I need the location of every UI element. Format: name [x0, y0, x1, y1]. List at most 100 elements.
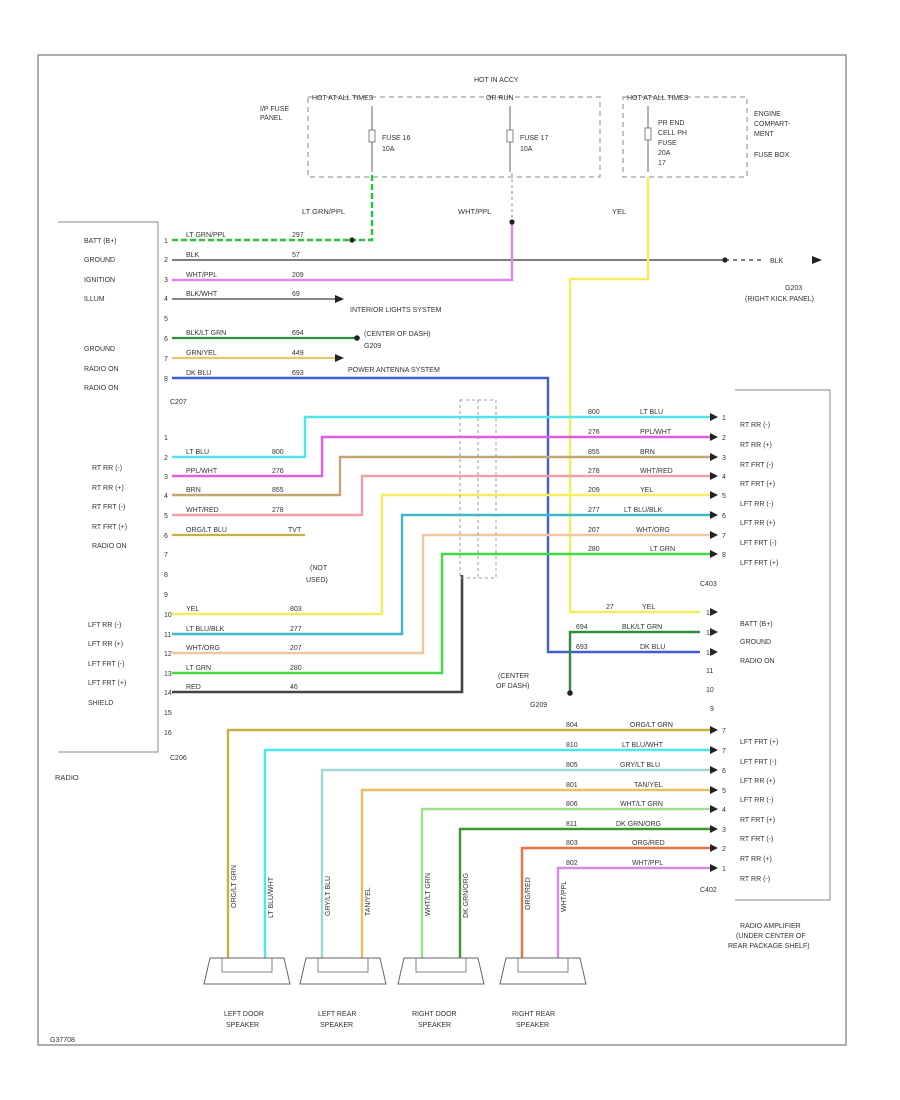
engine-fuse-label-5: 17 [658, 160, 666, 167]
c402-pin: 4 [722, 807, 726, 814]
c207-circuit: 209 [292, 272, 304, 279]
c207-circuit: 57 [292, 252, 300, 259]
c206-pin-number: 7 [164, 552, 168, 559]
c206-pin-number: 10 [164, 612, 172, 619]
c206-circuit: TVT [288, 527, 302, 534]
c206-wire-label: ORG/LT BLU [186, 527, 227, 534]
center-dash-a-2: G209 [364, 343, 381, 350]
c403-wire: LT GRN [650, 546, 675, 553]
c402-pin: 7 [722, 748, 726, 755]
c402-pin: 6 [722, 768, 726, 775]
c206-wire-label: PPL/WHT [186, 468, 218, 475]
c403-wire: BRN [640, 449, 655, 456]
c402-pin: 1 [722, 866, 726, 873]
c402-pin-label: LFT FRT (+) [740, 739, 778, 746]
engine-hot-all-label: HOT AT ALL TIMES [627, 95, 689, 102]
fuse-a-label-2: 10A [382, 146, 395, 153]
c207-pin-number: 1 [164, 238, 168, 245]
amplifier-name-2: (UNDER CENTER OF [736, 933, 806, 940]
g203-wire-label: BLK [770, 258, 784, 265]
c403-circuit: 209 [588, 487, 600, 494]
c403-pin-label: LFT RR (+) [740, 520, 775, 527]
c403-pin-label: LFT RR (-) [740, 501, 773, 508]
c206-pin-label: LFT RR (+) [88, 641, 123, 648]
speaker-name: SPEAKER [418, 1022, 451, 1029]
c403-circuit: 278 [588, 468, 600, 475]
speaker-icon [499, 957, 587, 985]
c206-pin-number: 14 [164, 690, 172, 697]
c403-pin-label: RT FRT (+) [740, 481, 775, 488]
c403-pin-label: RT RR (+) [740, 442, 772, 449]
c403-circuit: 800 [588, 409, 600, 416]
c207-pin-label: RADIO ON [84, 366, 119, 373]
c403-wire: LT BLU [640, 409, 663, 416]
c206-pin-number: 3 [164, 474, 168, 481]
speaker-wire-label: ORG/RED [525, 877, 532, 910]
left-door-speaker: LEFT DOOR SPEAKER [203, 957, 291, 1029]
connector-c403: C403 [700, 581, 717, 588]
splice-dot [509, 219, 515, 225]
interior-lights-label: INTERIOR LIGHTS SYSTEM [350, 307, 442, 314]
c206-wire-label: WHT/ORG [186, 645, 220, 652]
c403-pin-label: LFT FRT (-) [740, 540, 777, 547]
c206-pin-number: 1 [164, 435, 168, 442]
c206-pin-number: 11 [164, 632, 171, 639]
c206-wire-label: YEL [186, 606, 199, 613]
fuse-b-label-1: FUSE 17 [520, 135, 549, 142]
c402-pin-label: RT RR (+) [740, 856, 772, 863]
c402-labels: 804 810 805 801 806 811 803 802 ORG/LT G… [566, 722, 778, 883]
c403-lower-pin: 12 [706, 650, 714, 657]
c206-pin-label: RT RR (+) [92, 485, 124, 492]
c402-circuit: 801 [566, 782, 578, 789]
c402-pin-label: LFT FRT (-) [740, 759, 777, 766]
c206-pin-number: 13 [164, 671, 172, 678]
c402-pin: 7 [722, 728, 726, 735]
c403-lower-label: GROUND [740, 639, 771, 646]
c207-pin-number: 7 [164, 356, 168, 363]
c206-circuit: 278 [272, 507, 284, 514]
c402-wire: LT BLU/WHT [622, 742, 664, 749]
radio-name: RADIO [55, 773, 79, 782]
c403-wire: LT BLU/BLK [624, 507, 663, 514]
connector-c206: C206 [170, 755, 187, 762]
engine-fuse-label-4: 20A [658, 150, 671, 157]
c402-circuit: 802 [566, 860, 578, 867]
c403-pin-label: RT RR (-) [740, 422, 770, 429]
c207-pin-label: GROUND [84, 257, 115, 264]
c206-circuit: 46 [290, 684, 298, 691]
speaker-name: SPEAKER [516, 1022, 549, 1029]
c403-lower-pin: 11 [706, 668, 713, 675]
c206-circuit: 276 [272, 468, 284, 475]
engine-box-label-2: COMPART- [754, 121, 791, 128]
c207-pin-number: 2 [164, 257, 168, 264]
feed-wire-b-label: WHT/PPL [458, 207, 491, 216]
splice-dot [349, 237, 355, 243]
c403-lower-wire: YEL [642, 604, 655, 611]
center-dash-b-1: (CENTER [498, 673, 529, 680]
c207-wires [172, 172, 822, 696]
c207-pin-label: GROUND [84, 346, 115, 353]
ground-g209-icon [354, 335, 360, 341]
center-dash-a-1: (CENTER OF DASH) [364, 331, 431, 338]
c206-pin-number: 15 [164, 710, 172, 717]
left-rear-speaker: LEFT REAR SPEAKER [299, 957, 387, 1029]
speaker-name: RIGHT REAR [512, 1011, 555, 1018]
radio-amplifier: C403 C402 RADIO AMPLIFIER (UNDER CENTER … [700, 389, 831, 950]
fuse-16-icon [368, 129, 376, 143]
c403-pin: 8 [722, 552, 726, 559]
right-rear-speaker: RIGHT REAR SPEAKER [499, 957, 587, 1029]
speaker-name: RIGHT DOOR [412, 1011, 457, 1018]
fuse-panel-label-1: I/P FUSE [260, 106, 289, 113]
not-used-2: USED) [306, 577, 328, 584]
arrow-interior-lights [335, 295, 344, 303]
g203-name: G203 [785, 285, 802, 292]
c206-pin-label: RT FRT (-) [92, 504, 125, 511]
c207-wire-label: WHT/PPL [186, 272, 217, 279]
c402-pin: 2 [722, 846, 726, 853]
c206-pin-number: 6 [164, 533, 168, 540]
connector-c402: C402 [700, 887, 717, 894]
connector-c207: C207 [170, 399, 187, 406]
diagram-frame [37, 54, 847, 1046]
hot-accy-label-2: OR RUN [486, 95, 514, 102]
